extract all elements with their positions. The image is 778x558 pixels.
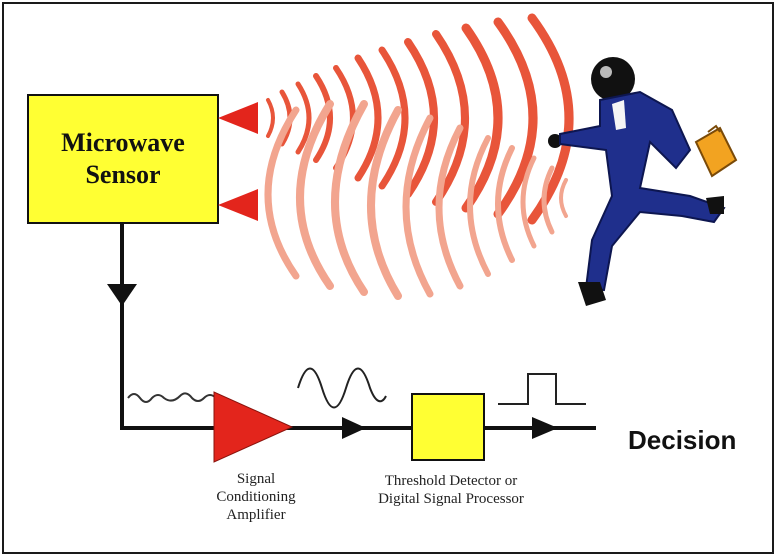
decision-label: Decision: [628, 425, 737, 455]
down-arrow-icon: [107, 284, 137, 306]
sensor-label: Microwave Sensor: [28, 95, 218, 223]
microwave-sensor-box: [27, 94, 219, 224]
noisy-signal-waveform: [127, 392, 227, 403]
emitter-bottom-icon: [218, 189, 258, 221]
arrow-to-decision-icon: [532, 417, 558, 439]
sensor-label-line1: Microwave: [61, 128, 185, 157]
amplifier-caption-line3: Amplifier: [226, 507, 286, 523]
outgoing-waves: [266, 13, 574, 225]
arrow-to-processor-icon: [342, 417, 366, 439]
briefcase-icon: [694, 126, 738, 178]
sensor-label-line2: Sensor: [85, 160, 161, 189]
walking-person-icon: [548, 57, 738, 306]
emitter-top-icon: [218, 102, 258, 134]
amplifier-caption-line1: Signal: [236, 471, 276, 487]
pulse-waveform: [498, 373, 586, 405]
reflected-waves: [264, 100, 568, 300]
amplifier-icon: [213, 391, 294, 463]
processor-caption-line1: Threshold Detector or: [384, 473, 518, 489]
sine-waveform: [297, 367, 387, 409]
amplifier-caption: Signal Conditioning Amplifier: [196, 470, 316, 524]
amplifier-caption-line2: Conditioning: [216, 489, 296, 505]
processor-box: [411, 393, 485, 461]
processor-caption-line2: Digital Signal Processor: [378, 491, 524, 507]
processor-caption: Threshold Detector or Digital Signal Pro…: [346, 472, 556, 508]
